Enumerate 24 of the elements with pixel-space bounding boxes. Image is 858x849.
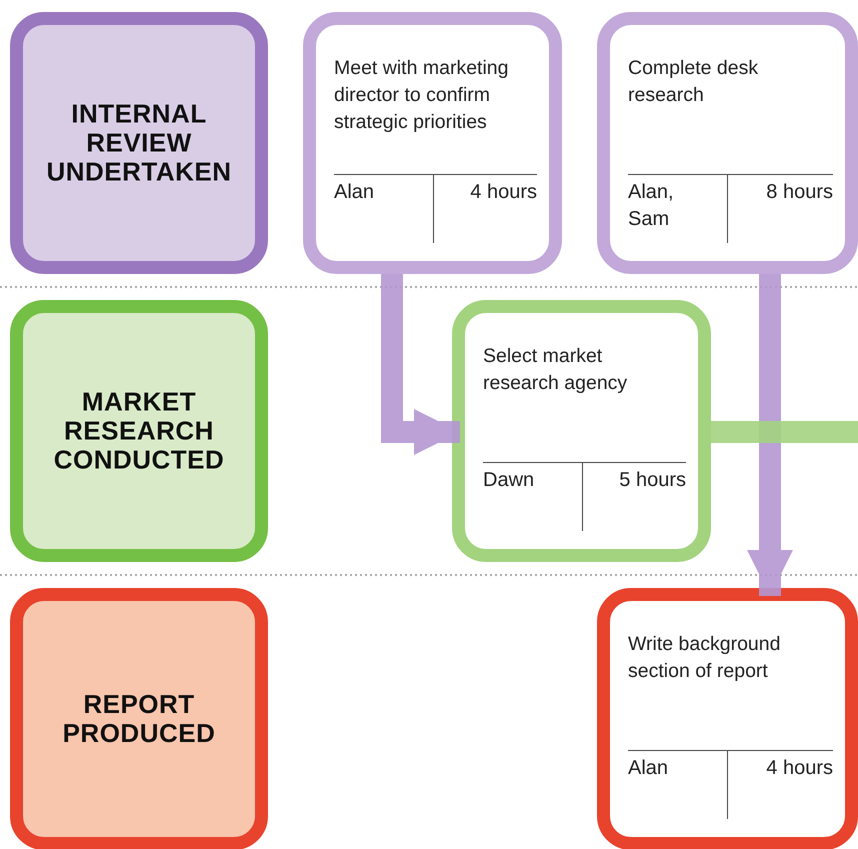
stage-title: REPORT PRODUCED xyxy=(62,690,216,748)
assignee-name: Alan, Sam xyxy=(628,175,728,243)
assignee-name: Dawn xyxy=(483,463,583,531)
stage-box xyxy=(10,300,268,562)
assignee-name: Alan xyxy=(628,751,728,819)
task-duration: 8 hours xyxy=(765,180,833,205)
task-duration: 4 hours xyxy=(469,180,537,205)
stage-box xyxy=(10,12,268,274)
task-card xyxy=(303,12,562,274)
task-duration: 5 hours xyxy=(618,468,686,493)
task-title: Meet with marketing director to confirm strategic priorities xyxy=(334,56,510,135)
flow-arrow xyxy=(746,274,794,596)
task-title: Write background section of report xyxy=(628,632,782,684)
task-card xyxy=(597,588,858,849)
task-title: Select market research agency xyxy=(483,344,628,396)
stage-box xyxy=(10,588,268,849)
flow-arrow xyxy=(381,274,460,456)
stage-title: INTERNAL REVIEW UNDERTAKEN xyxy=(45,100,233,186)
task-card xyxy=(597,12,858,274)
task-duration: 4 hours xyxy=(765,756,833,781)
stage-title: MARKET RESEARCH CONDUCTED xyxy=(52,388,226,474)
task-title: Complete desk research xyxy=(628,56,760,108)
task-card xyxy=(452,300,711,562)
assignee-name: Alan xyxy=(334,175,434,243)
